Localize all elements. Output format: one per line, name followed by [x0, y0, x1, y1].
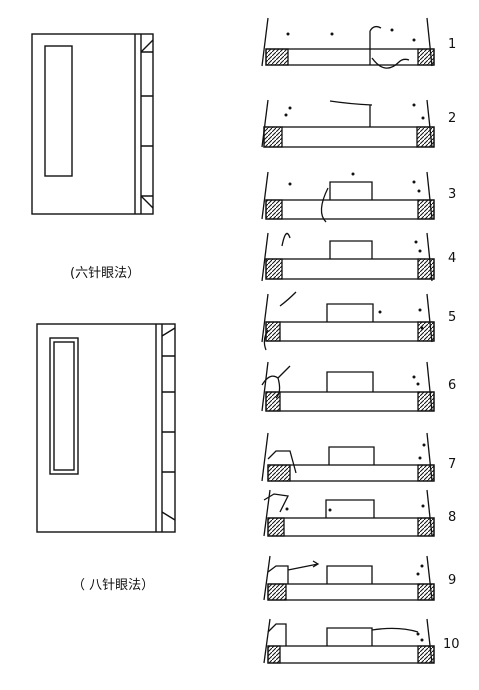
- step-3-diagram: [261, 171, 435, 223]
- eight-hole-caption: （ 八针眼法）: [72, 578, 155, 593]
- step-10-diagram: [263, 618, 435, 664]
- step-number-6: 6: [448, 378, 457, 393]
- six-hole-caption: (六针眼法）: [70, 266, 141, 281]
- step-number-2: 2: [448, 111, 457, 126]
- step-2-diagram: [261, 99, 435, 148]
- stitch-hole-dots: [284, 28, 426, 642]
- step-number-7: 7: [448, 457, 457, 472]
- step-number-10: 10: [443, 637, 460, 652]
- step-9-diagram: [263, 555, 435, 601]
- step-number-4: 4: [448, 251, 457, 266]
- step-number-9: 9: [448, 573, 457, 588]
- step-number-5: 5: [448, 310, 457, 325]
- step-7-diagram: [261, 432, 435, 482]
- step-number-3: 3: [448, 187, 457, 202]
- step-number-8: 8: [448, 510, 457, 525]
- step-5-diagram: [261, 291, 435, 351]
- step-8-diagram: [263, 489, 435, 537]
- step-number-1: 1: [448, 37, 457, 52]
- six-hole-book-illustration: [31, 33, 154, 215]
- step-1-diagram: [261, 17, 435, 69]
- step-4-diagram: [261, 232, 435, 282]
- step-6-diagram: [261, 361, 435, 412]
- eight-hole-book-illustration: [36, 323, 176, 533]
